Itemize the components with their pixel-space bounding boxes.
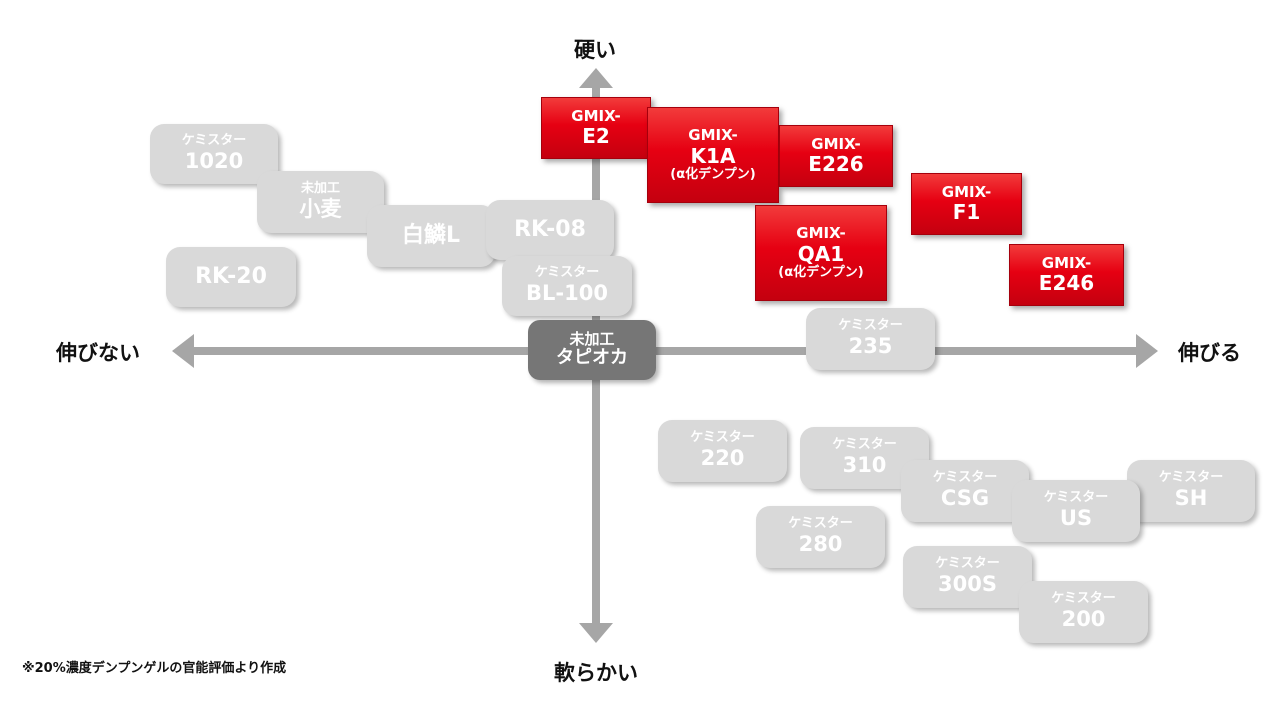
product-line1: RK-20 (195, 264, 267, 290)
product-hakurin-l: 白鱗L (367, 205, 495, 267)
product-kemistar-310: ケミスター 310 (800, 427, 929, 489)
product-line1: ケミスター (1051, 591, 1116, 607)
product-line2: E246 (1038, 271, 1095, 296)
product-line2: 220 (700, 446, 745, 471)
product-kemistar-bl100: ケミスター BL-100 (502, 256, 632, 316)
product-line1: ケミスター (838, 318, 903, 334)
product-line2: 310 (842, 453, 887, 478)
product-line1: 白鱗L (401, 223, 461, 249)
product-line2: CSG (940, 486, 990, 511)
product-line1: ケミスター (1043, 490, 1109, 506)
axis-label-bottom: 軟らかい (554, 661, 638, 685)
product-gmix-f1: GMIX- F1 (911, 173, 1022, 235)
product-mikako-tapioca: 未加工 タピオカ (528, 320, 656, 380)
arrow-up-icon (579, 68, 613, 88)
axis-label-top: 硬い (574, 38, 616, 62)
product-kemistar-300s: ケミスター 300S (903, 546, 1032, 608)
product-line2: K1A (690, 143, 736, 168)
product-line2: 小麦 (299, 197, 342, 222)
product-line1: 未加工 (300, 181, 340, 197)
arrow-left-icon (172, 334, 194, 368)
arrow-down-icon (579, 623, 613, 643)
product-line1: ケミスター (690, 430, 755, 446)
product-line1: ケミスター (935, 556, 1000, 572)
product-kemistar-1020: ケミスター 1020 (150, 124, 278, 184)
product-line2: QA1 (797, 241, 845, 266)
product-kemistar-220: ケミスター 220 (658, 420, 787, 482)
product-gmix-k1a: GMIX- K1A (α化デンプン) (647, 107, 779, 203)
product-kemistar-235: ケミスター 235 (806, 308, 935, 370)
product-rk-20: RK-20 (166, 247, 296, 307)
product-line2: F1 (952, 200, 981, 225)
product-kemistar-csg: ケミスター CSG (901, 460, 1029, 522)
product-line3: (α化デンプン) (778, 264, 864, 280)
product-line2: SH (1174, 486, 1208, 511)
product-line1: ケミスター (932, 470, 998, 486)
product-line2: E2 (582, 124, 610, 149)
axis-label-left: 伸びない (56, 341, 140, 365)
product-line1: RK-08 (514, 217, 586, 243)
product-kemistar-us: ケミスター US (1012, 480, 1140, 542)
product-line1: ケミスター (832, 437, 897, 453)
product-line2: 235 (848, 334, 893, 359)
product-line1: GMIX- (941, 182, 992, 201)
product-line1: GMIX- (571, 106, 621, 125)
product-line2: US (1059, 506, 1093, 531)
product-line1: ケミスター (534, 265, 600, 281)
arrow-right-icon (1136, 334, 1158, 368)
product-line3: (α化デンプン) (670, 166, 756, 182)
product-line1: ケミスター (181, 133, 247, 149)
product-line2: 280 (798, 532, 843, 557)
product-gmix-e2: GMIX- E2 (541, 97, 651, 159)
product-line1: GMIX- (688, 126, 738, 145)
product-rk-08: RK-08 (486, 200, 614, 260)
product-line1: ケミスター (788, 516, 853, 532)
footnote: ※20%濃度デンプンゲルの官能評価より作成 (22, 661, 287, 676)
product-line1: ケミスター (1158, 470, 1224, 486)
axis-label-right: 伸びる (1178, 341, 1241, 365)
product-line1: GMIX- (1041, 253, 1092, 272)
product-line2: 200 (1061, 607, 1106, 632)
product-kemistar-280: ケミスター 280 (756, 506, 885, 568)
product-gmix-qa1: GMIX- QA1 (α化デンプン) (755, 205, 887, 301)
horizontal-axis-line (188, 347, 1140, 355)
product-line1: GMIX- (811, 134, 861, 153)
product-line1: 未加工 (569, 330, 615, 349)
product-gmix-e226: GMIX- E226 (779, 125, 893, 187)
product-line2: 300S (938, 572, 997, 597)
product-mikako-komugi: 未加工 小麦 (257, 171, 384, 233)
product-kemistar-200: ケミスター 200 (1019, 581, 1148, 643)
product-line2: 1020 (184, 149, 244, 174)
product-kemistar-sh: ケミスター SH (1127, 460, 1255, 522)
product-line2: E226 (808, 152, 864, 177)
product-line2: BL-100 (526, 281, 608, 306)
product-line2: タピオカ (556, 347, 628, 369)
product-gmix-e246: GMIX- E246 (1009, 244, 1124, 306)
product-line1: GMIX- (796, 224, 846, 243)
